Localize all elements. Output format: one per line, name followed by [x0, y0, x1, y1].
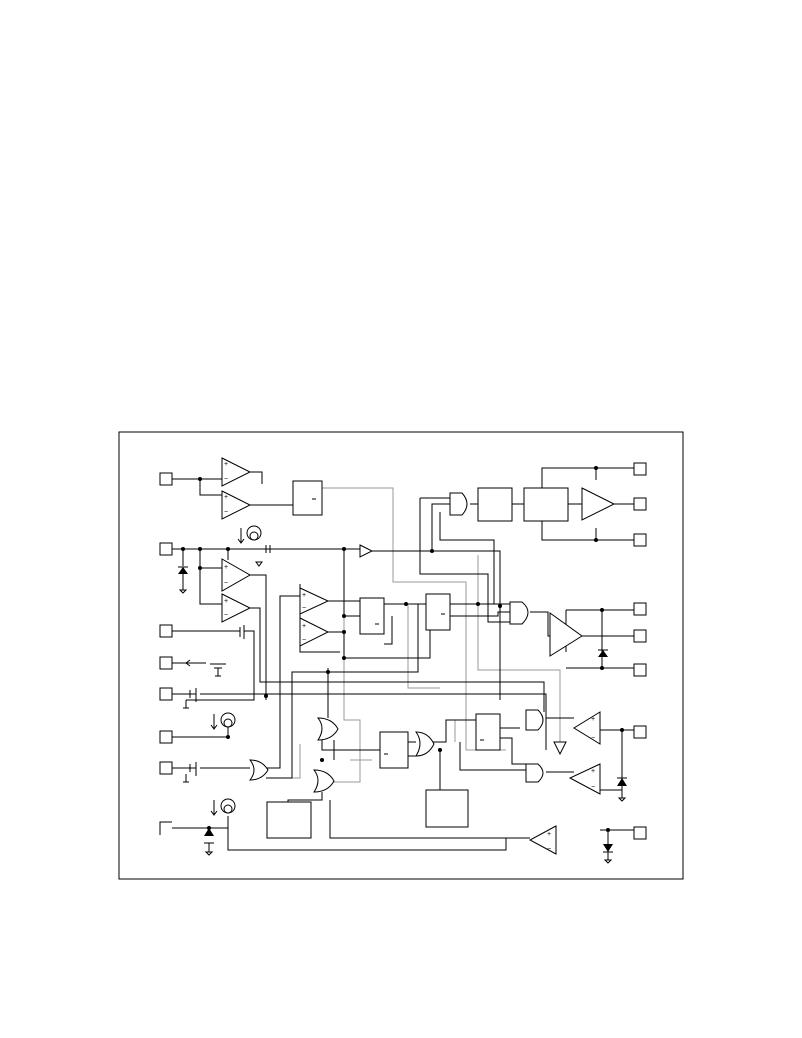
- current-source-3: [210, 798, 236, 816]
- buffer-1: [359, 544, 374, 558]
- pin-left-2: [159, 542, 173, 556]
- buffer-2: [553, 741, 567, 756]
- comparator-top-2: +−: [221, 490, 252, 520]
- and-gate-mid: [509, 601, 529, 625]
- or-gate-2: [316, 717, 339, 741]
- capacitor-1: [265, 545, 271, 553]
- pin-left-3: [159, 624, 173, 638]
- logic-block-top: [292, 480, 323, 516]
- flip-flop-1: [359, 597, 385, 635]
- svg-text:−: −: [302, 637, 306, 644]
- wires: [172, 467, 634, 851]
- flip-flop-3: [379, 731, 409, 769]
- svg-text:+: +: [547, 831, 551, 838]
- svg-text:+: +: [591, 716, 595, 723]
- svg-text:+: +: [224, 564, 228, 571]
- svg-text:−: −: [224, 509, 228, 516]
- pin-right-4: [633, 602, 647, 616]
- flip-flop-4: [475, 713, 501, 751]
- transistor-2: [183, 688, 197, 709]
- comparator-mid-1: +−: [221, 558, 252, 592]
- transistor-1: [239, 625, 250, 639]
- pin-left-8: [159, 821, 172, 835]
- pin-right-5: [633, 629, 647, 643]
- right-pins: [633, 462, 647, 840]
- svg-text:−: −: [224, 476, 228, 483]
- svg-text:+: +: [224, 494, 228, 501]
- logic-block-top-mid: [477, 487, 513, 522]
- pin-right-2: [633, 497, 647, 511]
- svg-text:+: +: [591, 768, 595, 775]
- pin-right-8: [633, 826, 647, 840]
- comparator-right-2: +−: [568, 763, 601, 795]
- comparator-bottom: +−: [528, 825, 557, 855]
- svg-text:−: −: [547, 846, 551, 853]
- zener-diode-1: [178, 566, 188, 594]
- output-driver-top: [581, 487, 616, 521]
- zener-diode-2: [204, 828, 214, 856]
- comparator-center-1: +−: [299, 587, 330, 615]
- current-source-2: [210, 712, 236, 730]
- svg-text:−: −: [591, 784, 595, 791]
- pin-left-1: [159, 472, 173, 486]
- svg-text:+: +: [224, 461, 228, 468]
- or-gate-3: [312, 769, 335, 793]
- and-gate-lower-2: [525, 763, 544, 783]
- current-source-1: [237, 525, 262, 544]
- zener-diode-4: [617, 777, 627, 802]
- or-gate-1: [248, 759, 269, 781]
- reference-source: [185, 659, 226, 677]
- and-gate-top: [449, 492, 468, 516]
- zener-diode-3: [598, 649, 608, 657]
- svg-text:−: −: [224, 580, 228, 587]
- svg-text:−: −: [224, 612, 228, 619]
- pin-left-7: [159, 761, 173, 775]
- or-gate-4: [415, 731, 435, 757]
- svg-text:+: +: [224, 598, 228, 605]
- pin-right-1: [633, 462, 647, 476]
- and-gate-lower-1: [525, 709, 544, 731]
- pin-right-6: [633, 663, 647, 677]
- pin-right-3: [633, 533, 647, 547]
- svg-text:−: −: [591, 735, 595, 742]
- output-driver-mid: [549, 612, 583, 657]
- comparator-mid-2: +−: [221, 593, 252, 623]
- logic-block-lower-center: [425, 789, 469, 828]
- comparator-center-2: +−: [299, 617, 330, 647]
- components: +− +− +− +−: [178, 457, 627, 864]
- svg-text:−: −: [302, 605, 306, 612]
- diagram-frame: [118, 431, 684, 880]
- zener-diode-5: [603, 844, 613, 864]
- left-pins: [159, 472, 173, 835]
- transistor-3: [183, 762, 197, 783]
- flip-flop-2: [425, 593, 451, 631]
- pin-left-5: [159, 687, 173, 701]
- svg-text:+: +: [302, 623, 306, 630]
- pin-right-7: [633, 725, 647, 739]
- comparator-top-1: +−: [221, 457, 252, 487]
- comparator-right-1: +−: [573, 711, 601, 745]
- logic-block-lower-left: [266, 801, 312, 839]
- pin-left-4: [159, 656, 173, 670]
- svg-text:+: +: [302, 592, 306, 599]
- pin-left-6: [159, 730, 173, 744]
- junction-dots: [181, 466, 624, 832]
- logic-block-top-right: [523, 487, 569, 522]
